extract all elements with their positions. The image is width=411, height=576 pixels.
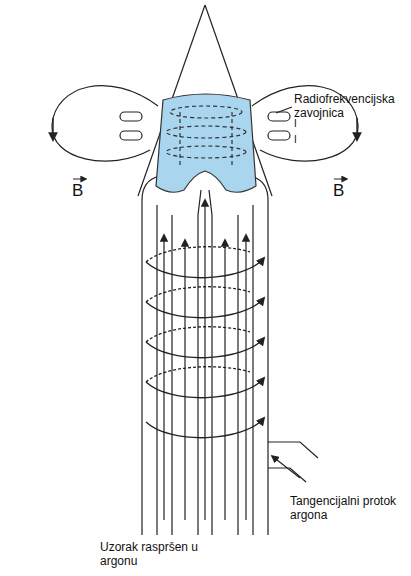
current-symbol: I <box>294 134 304 146</box>
field-symbol: B <box>72 181 92 201</box>
plasma <box>156 94 256 192</box>
sample-label: Uzorak raspršen u argonu <box>100 540 212 569</box>
coil-label: Radiofrekvencijska zavojnica <box>294 92 408 121</box>
coil-turn <box>268 112 290 121</box>
leader-line <box>272 456 300 478</box>
coil-turn <box>120 112 142 121</box>
leader-line <box>276 107 292 113</box>
coil-turn <box>120 131 142 140</box>
inlet-label: Tangencijalni protok argona <box>290 494 400 523</box>
field-loop <box>52 86 158 161</box>
injector-tube <box>198 190 212 535</box>
field-symbol: B <box>333 181 353 201</box>
coil-turn <box>268 131 290 140</box>
current-symbol: I <box>294 118 304 130</box>
side-inlet <box>268 442 318 482</box>
outer-tube <box>142 176 268 535</box>
